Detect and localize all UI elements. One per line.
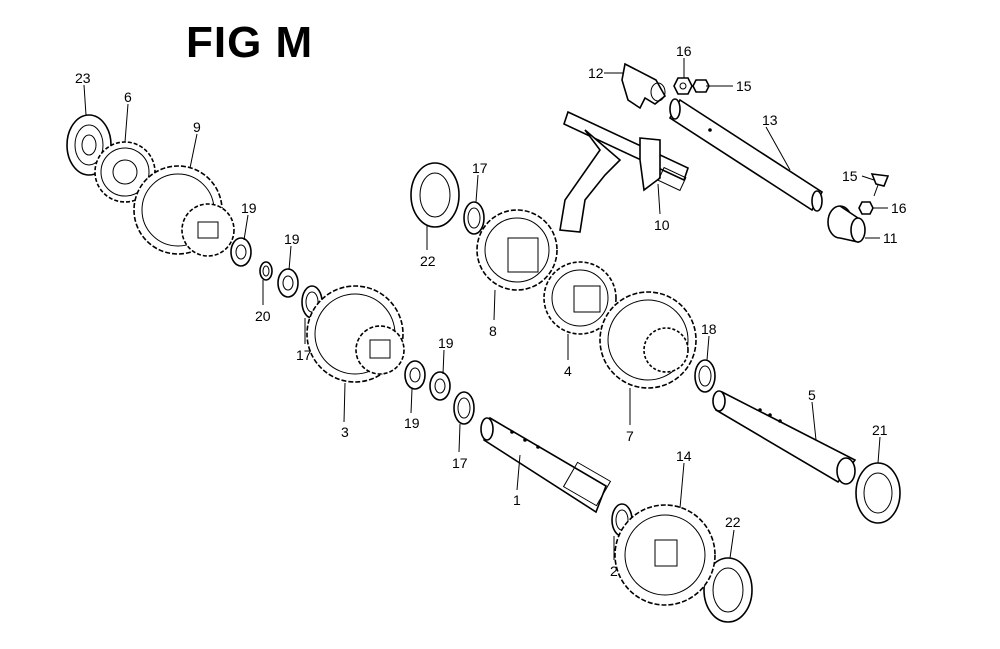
callout-10: 10 [654,217,670,233]
callout-15: 15 [842,168,858,184]
callout-8: 8 [489,323,497,339]
callout-18: 18 [701,321,717,337]
part-16-nut [673,77,874,215]
part-15-bolt [692,79,890,197]
callout-6: 6 [124,89,132,105]
callout-17: 17 [296,347,312,363]
part-13-rod [668,98,824,212]
callout-16: 16 [891,200,907,216]
part-21-bearing [855,462,901,524]
part-10-shift-fork [559,110,689,233]
part-9-gear [133,165,235,257]
callout-3: 3 [341,424,349,440]
callout-22: 22 [725,514,741,530]
callout-20: 20 [255,308,271,324]
callout-labels: 23 6 9 19 19 20 17 3 19 19 17 1 22 17 8 … [75,43,907,579]
leader-lines [83,58,888,560]
callout-7: 7 [626,428,634,444]
callout-16: 16 [676,43,692,59]
callout-12: 12 [588,65,604,81]
callout-2: 2 [610,563,618,579]
part-1-shaft [480,416,612,514]
callout-5: 5 [808,387,816,403]
callout-19: 19 [404,415,420,431]
callout-17: 17 [472,160,488,176]
callout-17: 17 [452,455,468,471]
part-12-arm [621,62,667,110]
part-4-gear [543,261,617,335]
part-14-gear [614,504,716,606]
part-7-gear [599,291,697,389]
callout-19: 19 [438,335,454,351]
callout-15: 15 [736,78,752,94]
part-19-needle-bearing [230,237,451,401]
part-11-collar [827,205,866,243]
callout-4: 4 [564,363,572,379]
callout-19: 19 [241,200,257,216]
callout-13: 13 [762,112,778,128]
part-5-shaft [712,390,857,485]
part-8-gear [476,209,558,291]
callout-1: 1 [513,492,521,508]
callout-19: 19 [284,231,300,247]
callout-14: 14 [676,448,692,464]
part-18-washer [694,359,716,393]
figure-title: FIG M [186,18,314,67]
part-3-gear [306,285,405,383]
callout-11: 11 [883,230,898,246]
callout-9: 9 [193,119,201,135]
callout-23: 23 [75,70,91,86]
callout-21: 21 [872,422,888,438]
part-20-ring [259,261,273,281]
callout-22: 22 [420,253,436,269]
part-22-bearing [410,162,753,623]
